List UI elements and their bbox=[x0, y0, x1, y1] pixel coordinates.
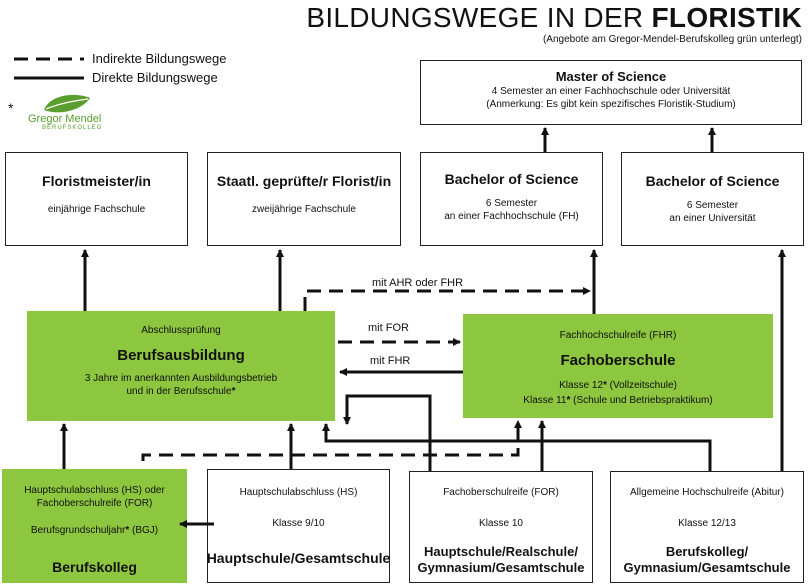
fos-praktikum: (Schule und Betriebspraktikum) bbox=[570, 395, 713, 406]
bachelor-fh-line2: an einer Fachhochschule (FH) bbox=[444, 211, 579, 222]
leaf-icon bbox=[44, 94, 90, 113]
bachelor-fh-box: Bachelor of Science 6 Semester an einer … bbox=[420, 152, 603, 246]
legend: Indirekte Bildungswege Direkte Bildungsw… bbox=[10, 48, 270, 88]
bachelor-fh-title: Bachelor of Science bbox=[444, 171, 579, 187]
fos-star2: * bbox=[566, 395, 571, 406]
title-bold: FLORISTIK bbox=[651, 2, 802, 33]
logo-sub: BERUFSKOLLEG bbox=[42, 125, 103, 131]
hauptschule-title: Hauptschule/Gesamtschule bbox=[206, 550, 391, 566]
legend-indirect: Indirekte Bildungswege bbox=[92, 51, 227, 66]
fachoberschule-box: Fachhochschulreife (FHR) Fachoberschule … bbox=[463, 314, 773, 418]
bachelor-uni-line2: an einer Universität bbox=[669, 213, 756, 224]
floristmeister-box: Floristmeister/in einjährige Fachschule bbox=[5, 152, 188, 246]
fos-klasse11: Klasse 11 bbox=[523, 395, 567, 406]
abitur-top: Allgemeine Hochschulreife (Abitur) bbox=[630, 487, 784, 498]
realschule-title2: Gymnasium/Gesamtschule bbox=[417, 560, 585, 575]
fachoberschule-line1: Klasse 12* (Vollzeitschule) bbox=[559, 379, 677, 392]
arrow-abitur-to-ba bbox=[322, 423, 712, 471]
abitur-klasse: Klasse 12/13 bbox=[678, 518, 736, 529]
realschule-box: Fachoberschulreife (FOR) Klasse 10 Haupt… bbox=[409, 471, 593, 583]
berufskolleg-line2: Fachoberschulreife (FOR) bbox=[36, 498, 153, 509]
berufsausbildung-top: Abschlussprüfung bbox=[141, 325, 221, 336]
bachelor-uni-title: Bachelor of Science bbox=[645, 173, 780, 189]
asterisk-mark: * bbox=[8, 100, 14, 116]
hauptschule-box: Hauptschulabschluss (HS) Klasse 9/10 Hau… bbox=[207, 469, 390, 583]
bachelor-uni-box: Bachelor of Science 6 Semester an einer … bbox=[621, 152, 804, 246]
berufskolleg-line1: Hauptschulabschluss (HS) oder bbox=[24, 485, 165, 496]
label-mit-ahr-fhr: mit AHR oder FHR bbox=[372, 277, 464, 289]
page-title: BILDUNGSWEGE IN DER FLORISTIK bbox=[300, 2, 802, 34]
fos-vollzeit: (Vollzeitschule) bbox=[606, 380, 677, 391]
berufsausbildung-line1: 3 Jahre im anerkannten Ausbildungsbetrie… bbox=[84, 373, 278, 384]
realschule-title1: Hauptschule/Realschule/ bbox=[424, 544, 578, 559]
abitur-box: Allgemeine Hochschulreife (Abitur) Klass… bbox=[610, 471, 804, 583]
berufsausbildung-box: Abschlussprüfung Berufsausbildung 3 Jahr… bbox=[27, 311, 335, 421]
logo-name: Gregor Mendel bbox=[28, 113, 102, 125]
fachoberschule-line2: Klasse 11* (Schule und Betriebspraktikum… bbox=[523, 394, 712, 407]
master-box: Master of Science 4 Semester an einer Fa… bbox=[420, 60, 802, 125]
abitur-title1: Berufskolleg/ bbox=[665, 544, 749, 559]
floristmeister-desc: einjährige Fachschule bbox=[47, 204, 146, 215]
master-line1: 4 Semester an einer Fachhochschule oder … bbox=[491, 86, 731, 97]
legend-line-icons bbox=[14, 57, 84, 80]
staatl-title: Staatl. geprüfte/r Florist/in bbox=[216, 173, 392, 189]
fachoberschule-title: Fachoberschule bbox=[560, 352, 676, 369]
staatl-box: Staatl. geprüfte/r Florist/in zweijährig… bbox=[207, 152, 401, 246]
berufskolleg-title: Berufskolleg bbox=[52, 559, 137, 575]
arrow-bk-to-fos bbox=[141, 420, 522, 461]
realschule-klasse: Klasse 10 bbox=[479, 518, 523, 529]
bgj-star: * bbox=[125, 525, 130, 536]
fos-star1: * bbox=[602, 380, 607, 391]
abitur-title2: Gymnasium/Gesamtschule bbox=[623, 560, 791, 575]
realschule-top: Fachoberschulreife (FOR) bbox=[443, 487, 559, 498]
berufsausbildung-star: * bbox=[231, 386, 236, 397]
master-line2: (Anmerkung: Es gibt kein spezifisches Fl… bbox=[486, 99, 736, 110]
bgj-label: Berufsgrundschuljahr bbox=[30, 525, 126, 536]
berufskolleg-box: Hauptschulabschluss (HS) oder Fachobersc… bbox=[2, 469, 187, 583]
bachelor-uni-line1: 6 Semester bbox=[686, 200, 739, 211]
bachelor-fh-line1: 6 Semester bbox=[485, 198, 538, 209]
floristmeister-title: Floristmeister/in bbox=[42, 173, 151, 189]
fachoberschule-top: Fachhochschulreife (FHR) bbox=[559, 330, 677, 341]
arrow-rs-to-ba bbox=[343, 394, 432, 471]
staatl-desc: zweijährige Fachschule bbox=[252, 204, 356, 215]
bgj-rest: (BGJ) bbox=[129, 525, 159, 536]
label-mit-fhr: mit FHR bbox=[370, 355, 411, 367]
legend-direct: Direkte Bildungswege bbox=[92, 70, 218, 85]
hauptschule-top: Hauptschulabschluss (HS) bbox=[239, 487, 358, 498]
arrow-ahr-fhr bbox=[303, 287, 591, 311]
title-prefix: BILDUNGSWEGE IN DER bbox=[306, 2, 652, 33]
gregor-mendel-logo: Gregor Mendel BERUFSKOLLEG bbox=[28, 92, 108, 134]
berufskolleg-bgj: Berufsgrundschuljahr* (BGJ) bbox=[31, 524, 158, 537]
berufsausbildung-line2-wrap: und in der Berufsschule* bbox=[127, 385, 236, 398]
master-title: Master of Science bbox=[555, 69, 667, 84]
fos-klasse12: Klasse 12 bbox=[559, 380, 603, 391]
label-mit-for: mit FOR bbox=[368, 322, 409, 334]
berufsausbildung-line2: und in der Berufsschule bbox=[126, 386, 232, 397]
page-subtitle: (Angebote am Gregor-Mendel-Berufskolleg … bbox=[542, 34, 802, 45]
berufsausbildung-title: Berufsausbildung bbox=[117, 347, 245, 364]
hauptschule-klasse: Klasse 9/10 bbox=[272, 518, 325, 529]
